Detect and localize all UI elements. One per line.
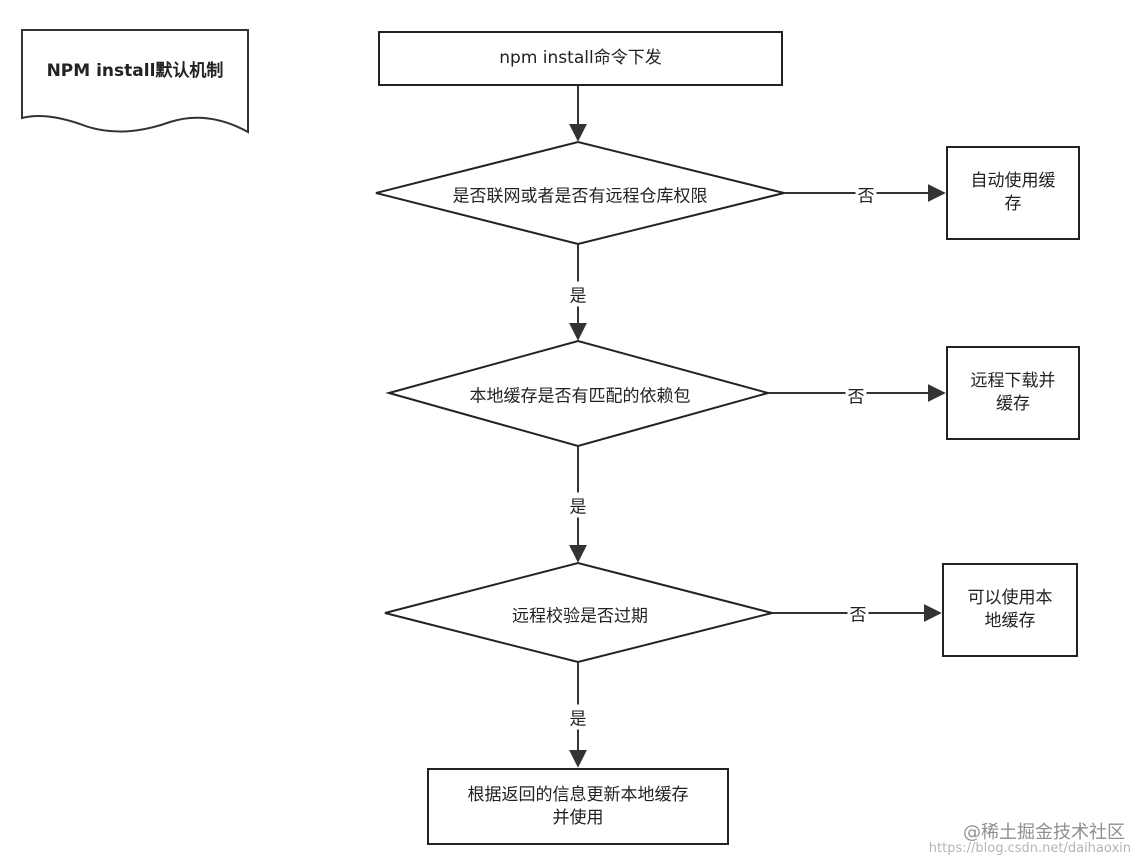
watermark-url: https://blog.csdn.net/daihaoxin <box>928 841 1131 856</box>
edge-label-yes-3: 是 <box>567 704 589 730</box>
start-box: npm install命令下发 <box>378 31 783 86</box>
result-1-box: 自动使用缓 存 <box>946 146 1080 240</box>
edge-label-yes-1: 是 <box>567 281 589 307</box>
result-2-line2: 缓存 <box>996 394 1030 414</box>
final-line1: 根据返回的信息更新本地缓存 <box>467 784 689 805</box>
doc-title: NPM install默认机制 <box>46 61 224 81</box>
edge-label-no-3: 否 <box>847 600 869 626</box>
doc-shape <box>21 29 249 134</box>
edge-label-yes-2: 是 <box>567 492 589 518</box>
result-1-line1: 自动使用缓 <box>970 171 1056 192</box>
final-box: 根据返回的信息更新本地缓存 并使用 <box>427 768 729 845</box>
start-label: npm install命令下发 <box>499 48 662 69</box>
result-3-line2: 地缓存 <box>984 611 1036 631</box>
watermark: @稀土掘金技术社区 <box>963 822 1125 843</box>
result-2-line1: 远程下载并 <box>970 371 1056 392</box>
result-3-line1: 可以使用本 <box>967 588 1053 609</box>
decision-2-label: 本地缓存是否有匹配的依赖包 <box>469 386 691 407</box>
result-3-box: 可以使用本 地缓存 <box>942 563 1078 657</box>
edge-label-no-2: 否 <box>845 382 867 408</box>
decision-1-label: 是否联网或者是否有远程仓库权限 <box>452 186 708 207</box>
decision-3-label: 远程校验是否过期 <box>512 606 648 627</box>
edge-label-no-1: 否 <box>855 181 877 207</box>
result-1-line2: 存 <box>1004 194 1022 214</box>
final-line2: 并使用 <box>552 807 604 828</box>
result-2-box: 远程下载并 缓存 <box>946 346 1080 440</box>
